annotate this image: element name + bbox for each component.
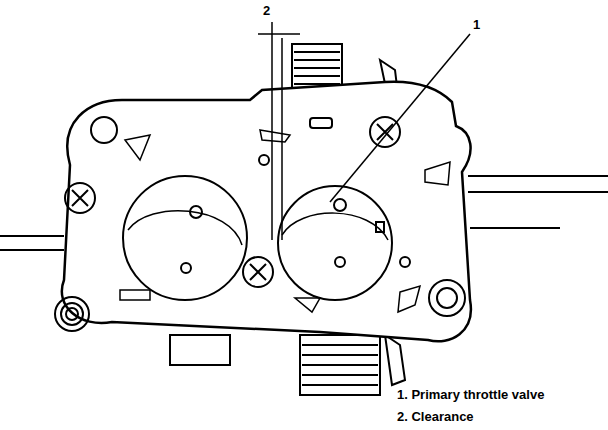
cross-screw [65, 117, 400, 287]
flange-plate [62, 82, 471, 342]
throttle-bore [123, 176, 392, 300]
spring-coil [170, 335, 405, 395]
port-slot [120, 130, 450, 312]
callout-number: 1 [472, 18, 481, 32]
leader-line [258, 22, 470, 240]
mount-hole [55, 117, 465, 331]
legend-text: 2. Clearance [396, 410, 475, 424]
legend-text: 1. Primary throttle valve [396, 388, 545, 402]
callout-number: 2 [262, 4, 271, 18]
